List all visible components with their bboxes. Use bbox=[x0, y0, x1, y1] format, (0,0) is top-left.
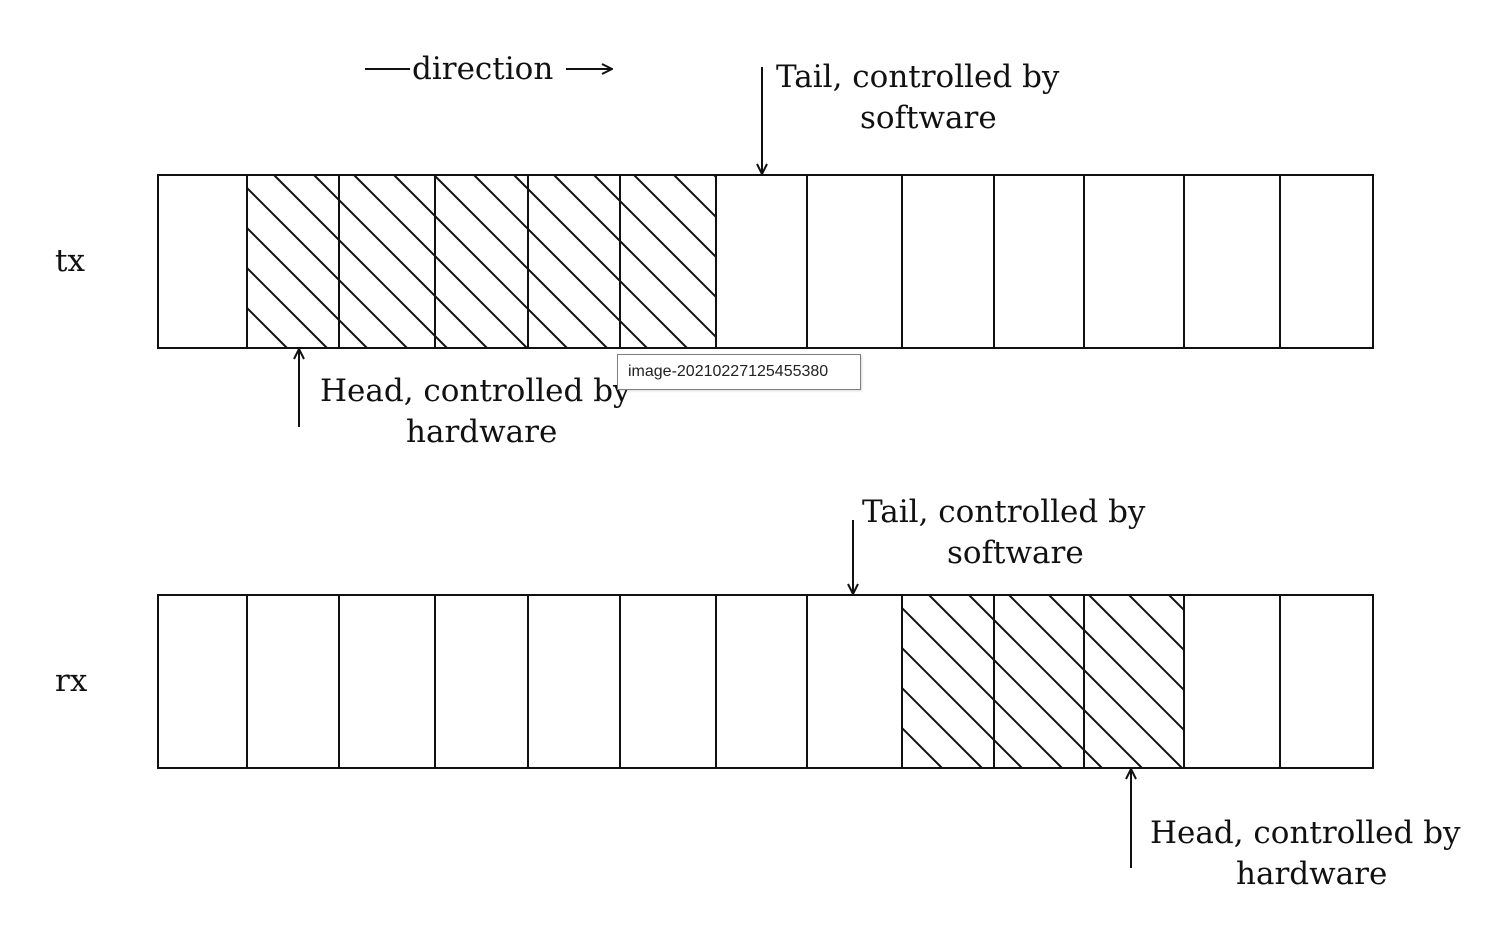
hatch-line bbox=[273, 175, 448, 348]
tx-head-label-line1: Head, controlled by bbox=[320, 373, 631, 409]
ring-label-rx: rx bbox=[55, 663, 88, 699]
hatch-line bbox=[902, 726, 943, 768]
hatch-line bbox=[633, 175, 716, 259]
hatch-line bbox=[247, 346, 248, 348]
ring-label-tx: tx bbox=[55, 243, 85, 279]
direction-indicator: direction bbox=[365, 51, 612, 87]
hatch-line bbox=[1209, 595, 1382, 768]
hatch-line bbox=[1168, 595, 1184, 612]
rx-tail-label-line1: Tail, controlled by bbox=[862, 494, 1146, 530]
hatch-line bbox=[713, 175, 716, 179]
hatch-line bbox=[1128, 595, 1184, 652]
tx-head-label-line2: hardware bbox=[406, 414, 557, 450]
hatch-line bbox=[902, 766, 903, 768]
rx-head-label-line1: Head, controlled by bbox=[1150, 815, 1461, 851]
hatch-line bbox=[1048, 595, 1184, 732]
hatch-line bbox=[928, 595, 1103, 768]
direction-label: direction bbox=[412, 51, 553, 87]
hatch-line bbox=[353, 175, 528, 348]
hatch-line bbox=[689, 595, 862, 768]
hatch-line bbox=[649, 595, 822, 768]
hatch-line bbox=[1088, 595, 1184, 692]
hatch-line bbox=[393, 175, 568, 348]
hatch-line bbox=[553, 175, 716, 339]
rx-head-label-line2: hardware bbox=[1236, 856, 1387, 892]
image-tooltip: image-20210227125455380 bbox=[617, 354, 861, 390]
hatch-line bbox=[902, 686, 983, 768]
hatch-line bbox=[473, 175, 648, 348]
tx-slot-dividers bbox=[246, 175, 1281, 348]
hatch-line bbox=[433, 175, 608, 348]
hatch-line bbox=[247, 266, 328, 348]
rx-head-pointer: Head, controlled by hardware bbox=[1131, 769, 1461, 892]
hatch-line bbox=[513, 175, 688, 348]
rx-hatch bbox=[649, 595, 1382, 768]
hatch-line bbox=[593, 175, 716, 299]
hatch-line bbox=[247, 306, 288, 348]
hatch-line bbox=[673, 175, 716, 219]
rx-slot-dividers bbox=[246, 595, 1281, 768]
hatch-line bbox=[968, 595, 1143, 768]
hatch-line bbox=[902, 606, 1063, 768]
rx-tail-pointer: Tail, controlled by software bbox=[853, 494, 1146, 594]
tx-tail-pointer: Tail, controlled by software bbox=[762, 59, 1060, 174]
tx-tail-label-line2: software bbox=[860, 100, 997, 136]
rx-ring: rx Tail, controlled by software Head, co… bbox=[55, 494, 1461, 892]
hatch-line bbox=[247, 186, 408, 348]
hatch-line bbox=[313, 175, 488, 348]
tx-ring: tx Tail, controlled by software Head, co… bbox=[55, 59, 1374, 450]
rx-tail-label-line2: software bbox=[947, 535, 1084, 571]
tx-head-pointer: Head, controlled by hardware bbox=[299, 349, 631, 450]
tx-hatch bbox=[247, 175, 716, 348]
rx-buffer-outline bbox=[157, 594, 1374, 769]
hatch-line bbox=[1008, 595, 1183, 768]
tx-tail-label-line1: Tail, controlled by bbox=[776, 59, 1060, 95]
tx-buffer-outline bbox=[157, 174, 1374, 349]
